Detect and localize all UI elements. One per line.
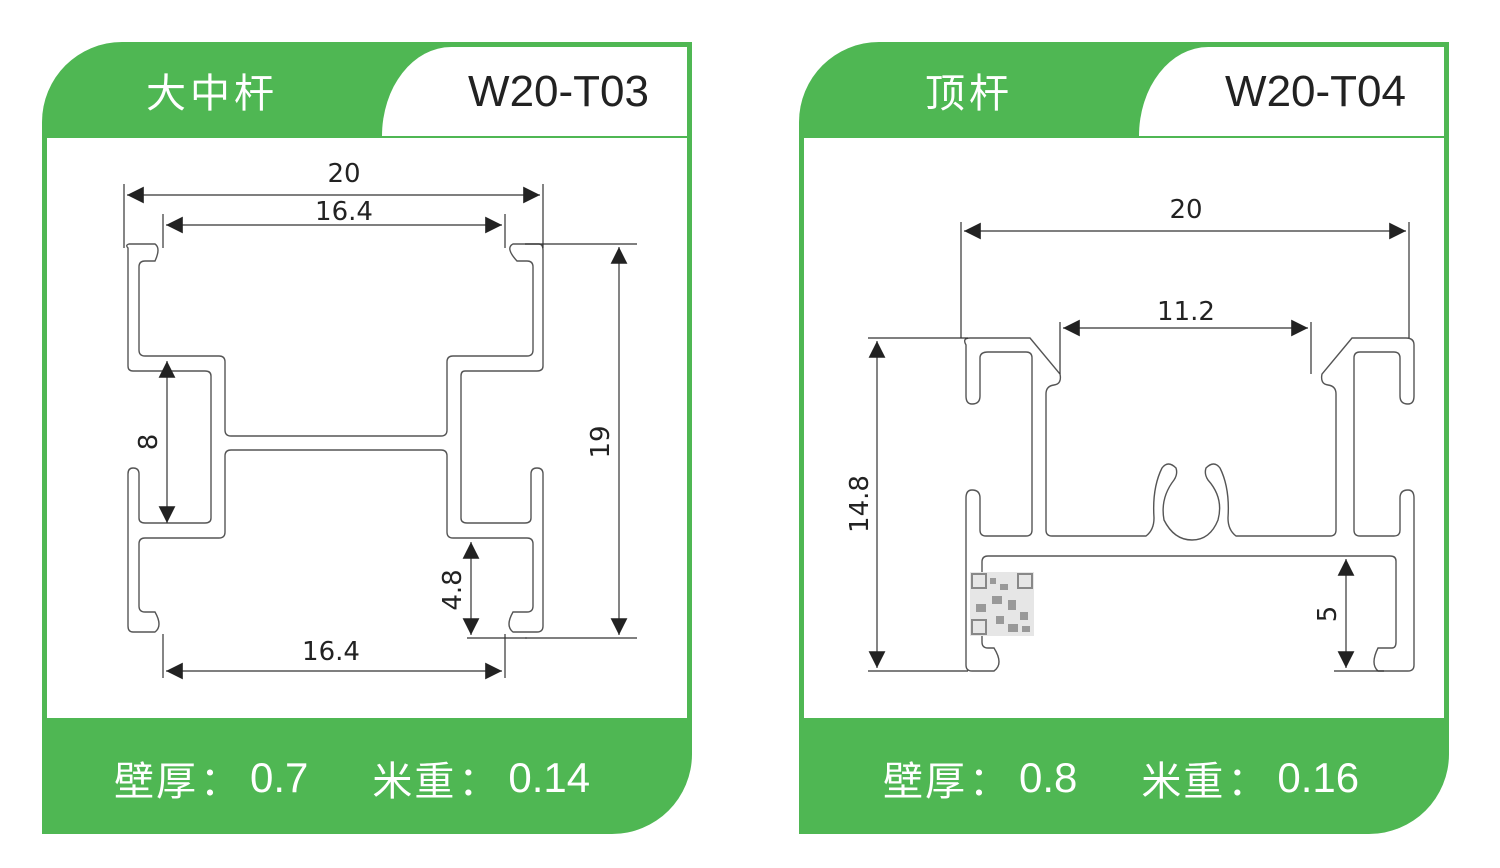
profile-drawing: 20 11.2 14.8 5 bbox=[804, 138, 1444, 718]
wall-thickness: 壁厚 ： 0.7 bbox=[114, 749, 308, 807]
meter-weight: 米重 ： 0.14 bbox=[372, 749, 590, 807]
wall-thickness: 壁厚 ： 0.8 bbox=[883, 749, 1077, 807]
profile-name: 大中杆 bbox=[146, 71, 278, 117]
profile-card-w20-t03: 大中杆 W20-T03 bbox=[42, 42, 692, 834]
dim-label-inner-height: 8 bbox=[134, 434, 164, 451]
dim-label-height: 19 bbox=[586, 425, 616, 458]
colon: ： bbox=[458, 759, 499, 805]
dim-label-top-opening: 16.4 bbox=[315, 197, 373, 227]
profile-drawing: 20 16.4 19 8 4.8 16.4 bbox=[47, 138, 687, 718]
colon: ： bbox=[200, 759, 240, 805]
meter-weight-value: 0.14 bbox=[508, 754, 591, 801]
wall-thickness-label: 壁厚 bbox=[114, 759, 198, 805]
dim-label-slot-depth: 4.8 bbox=[438, 569, 468, 610]
wall-thickness-value: 0.8 bbox=[1019, 754, 1078, 801]
meter-weight: 米重 ： 0.16 bbox=[1141, 749, 1359, 807]
wall-thickness-label: 壁厚 bbox=[883, 759, 967, 805]
meter-weight-label: 米重 bbox=[372, 759, 457, 805]
qr-code-icon bbox=[970, 572, 1034, 636]
profile-code: W20-T03 bbox=[468, 66, 649, 116]
profile-outline bbox=[963, 337, 1415, 672]
dim-label-overall-width: 20 bbox=[327, 159, 360, 189]
dimension-lines bbox=[868, 222, 1410, 672]
code-panel bbox=[1139, 47, 1444, 136]
profile-name: 顶杆 bbox=[925, 71, 1013, 117]
spec-footer: 壁厚 ： 0.7 米重 ： 0.14 bbox=[42, 722, 692, 834]
code-panel bbox=[382, 47, 687, 136]
dim-label-overall-width: 20 bbox=[1169, 195, 1202, 225]
meter-weight-label: 米重 bbox=[1141, 759, 1226, 805]
dim-label-height: 14.8 bbox=[845, 475, 875, 533]
profile-card-w20-t04: 顶杆 W20-T04 bbox=[799, 42, 1449, 834]
meter-weight-value: 0.16 bbox=[1277, 754, 1360, 801]
dim-label-top-opening: 11.2 bbox=[1157, 297, 1215, 327]
cross-section-diagram: 20 11.2 14.8 5 bbox=[845, 195, 1415, 672]
cross-section-diagram: 20 16.4 19 8 4.8 16.4 bbox=[123, 159, 637, 680]
wall-thickness-value: 0.7 bbox=[250, 754, 309, 801]
colon: ： bbox=[969, 759, 1009, 805]
dim-label-bottom-slot: 5 bbox=[1313, 606, 1343, 623]
dim-label-bottom-opening: 16.4 bbox=[302, 637, 360, 667]
profile-code: W20-T04 bbox=[1225, 66, 1406, 116]
spec-footer: 壁厚 ： 0.8 米重 ： 0.16 bbox=[799, 722, 1449, 834]
colon: ： bbox=[1227, 759, 1268, 805]
dimension-lines bbox=[123, 184, 637, 680]
profile-outline bbox=[126, 243, 544, 633]
